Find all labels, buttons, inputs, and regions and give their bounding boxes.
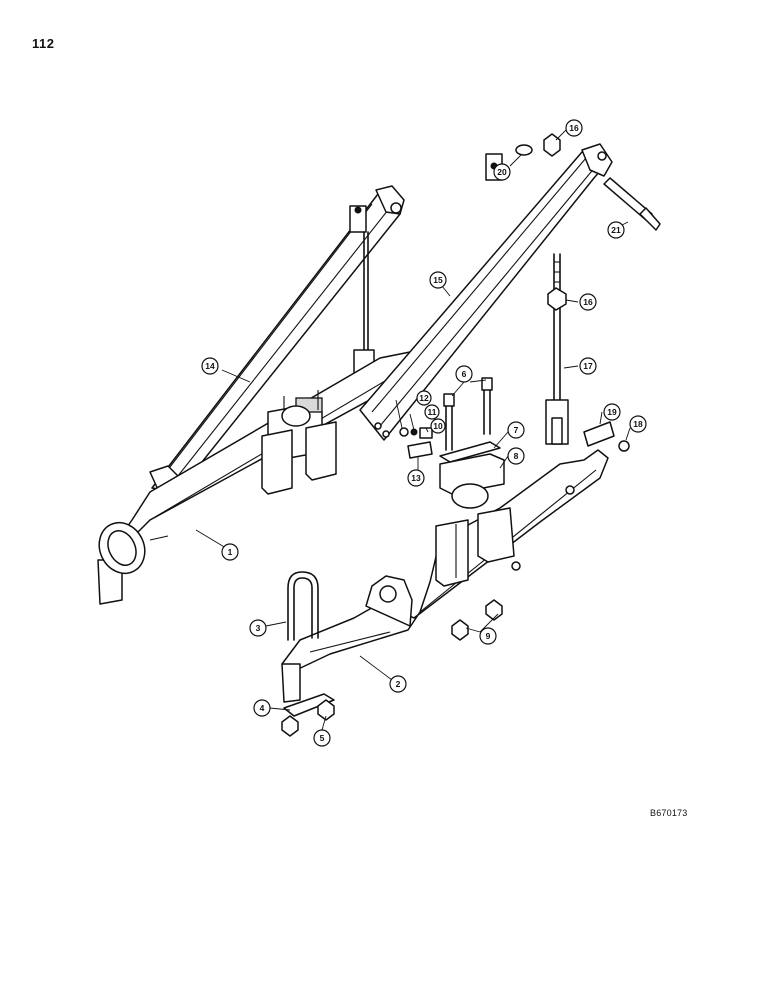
callout-label: 9	[486, 631, 491, 641]
callout-label: 19	[607, 407, 617, 417]
pin-21	[603, 177, 661, 231]
callout-label: 4	[260, 703, 265, 713]
bolt-10	[419, 427, 433, 439]
callout-label: 8	[514, 451, 519, 461]
callout-15: 15	[429, 271, 447, 289]
clamp-block-left	[261, 390, 337, 495]
page-number: 112	[32, 36, 55, 51]
nut-5a	[281, 715, 299, 737]
callout-3: 3	[249, 619, 267, 637]
rod-17	[545, 253, 569, 445]
callout-label: 21	[611, 225, 621, 235]
figure-code: B670173	[650, 808, 688, 818]
key-20	[515, 144, 533, 156]
callout-9: 9	[479, 627, 497, 645]
callout-20: 20	[493, 163, 511, 181]
washer-18	[618, 440, 630, 452]
callout-label: 7	[514, 425, 519, 435]
callout-6: 6	[455, 365, 473, 383]
callout-5: 5	[313, 729, 331, 747]
callout-19: 19	[603, 403, 621, 421]
callout-11: 11	[424, 404, 440, 420]
callout-label: 10	[433, 421, 443, 431]
nut-5b	[317, 699, 335, 721]
callout-16-top: 16	[565, 119, 583, 137]
callout-8: 8	[507, 447, 525, 465]
clamp-cap-8	[439, 453, 505, 509]
callout-21: 21	[607, 221, 625, 239]
u-bolt-3	[287, 571, 319, 641]
callout-10: 10	[430, 418, 446, 434]
callout-label: 11	[428, 407, 437, 417]
callout-17: 17	[579, 357, 597, 375]
callout-16-mid: 16	[579, 293, 597, 311]
plate-4	[283, 693, 335, 717]
callout-14: 14	[201, 357, 219, 375]
nut-9a	[451, 619, 469, 641]
callout-label: 14	[205, 361, 215, 371]
callout-label: 3	[256, 623, 261, 633]
callout-label: 6	[462, 369, 467, 379]
callout-1: 1	[221, 543, 239, 561]
callout-7: 7	[507, 421, 525, 439]
plate-7	[439, 441, 501, 463]
callout-label: 17	[583, 361, 593, 371]
callout-label: 20	[497, 167, 507, 177]
washer-12	[399, 427, 409, 437]
callout-label: 1	[228, 547, 233, 557]
callout-label: 16	[569, 123, 579, 133]
nut-9b	[485, 599, 503, 621]
callout-label: 13	[411, 473, 421, 483]
leader-lines	[195, 129, 631, 731]
callout-13: 13	[407, 469, 425, 487]
callout-18: 18	[629, 415, 647, 433]
callout-4: 4	[253, 699, 271, 717]
bolts-6	[443, 377, 493, 451]
callout-label: 5	[320, 733, 325, 743]
callout-12: 12	[416, 390, 432, 406]
right-frame-assembly	[281, 133, 661, 737]
callout-label: 18	[633, 419, 643, 429]
pin-13	[407, 441, 433, 459]
nut-16-top	[543, 133, 561, 157]
callout-2: 2	[389, 675, 407, 693]
clamp-block-right	[435, 507, 515, 587]
callout-label: 16	[583, 297, 593, 307]
brace-right	[359, 143, 613, 441]
callout-label: 15	[433, 275, 443, 285]
callout-label: 12	[419, 393, 429, 403]
left-frame-assembly	[97, 185, 421, 605]
pin-19	[583, 421, 615, 447]
callout-label: 2	[396, 679, 401, 689]
